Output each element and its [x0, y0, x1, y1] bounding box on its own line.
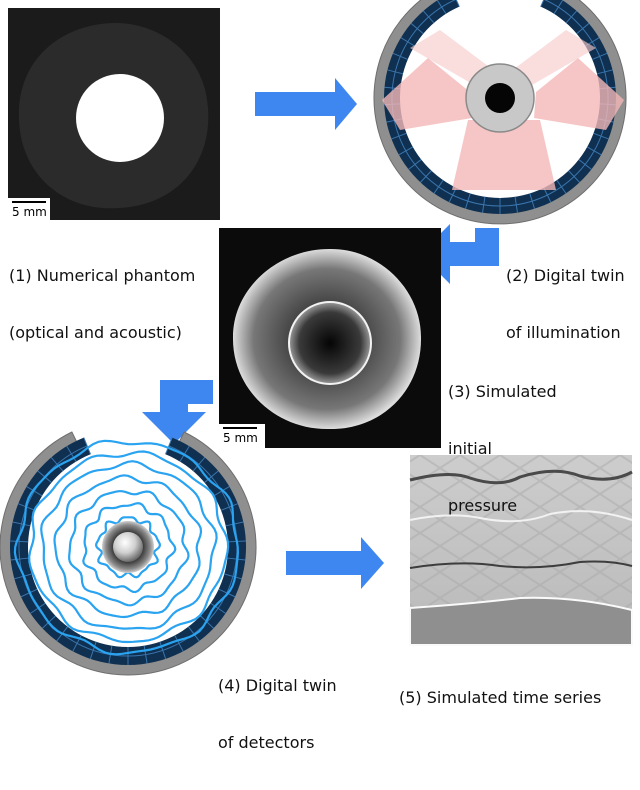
- scale-bar-1: 5 mm: [8, 198, 50, 221]
- wavefront: [68, 490, 190, 607]
- caption-2-line-1: (2) Digital twin: [506, 266, 625, 285]
- wavefront: [28, 450, 230, 644]
- caption-2-line-2: of illumination: [506, 323, 621, 342]
- illumination-array-segment-ring: [391, 0, 609, 207]
- caption-1-line-2: (optical and acoustic): [9, 323, 182, 342]
- pressure-wavefronts: [13, 439, 240, 656]
- pipeline-figure: 5 mm 5 mm (1) Numerical phantom (optical…: [0, 0, 633, 752]
- arrow-right-2: [286, 537, 384, 589]
- panel-3-initial-pressure: [219, 228, 441, 448]
- illumination-beams: [382, 30, 624, 190]
- scale-bar-3-label: 5 mm: [223, 431, 258, 445]
- panel-5-time-series: [409, 455, 633, 646]
- wavefront: [94, 516, 162, 579]
- illumination-sample-core: [485, 83, 515, 113]
- scale-bar-1-label: 5 mm: [12, 205, 47, 219]
- time-series-front-3: [409, 560, 633, 569]
- time-series-front-4: [409, 596, 633, 646]
- panel-4-detectors: [0, 431, 257, 676]
- caption-3-line-2: initial: [448, 439, 492, 458]
- phantom-inclusion: [76, 74, 164, 162]
- scale-bar-3: 5 mm: [219, 424, 265, 448]
- caption-1-line-1: (1) Numerical phantom: [9, 266, 196, 285]
- time-series-front-2: [409, 510, 633, 523]
- panel-2-illumination: [373, 0, 627, 225]
- caption-4-line-2: of detectors: [218, 733, 315, 752]
- caption-5: (5) Simulated time series: [399, 650, 601, 745]
- arrow-right-1: [255, 78, 357, 130]
- caption-2: (2) Digital twin of illumination: [506, 228, 625, 380]
- caption-1: (1) Numerical phantom (optical and acous…: [9, 228, 195, 380]
- pressure-inclusion: [288, 301, 372, 385]
- caption-4: (4) Digital twin of detectors: [218, 638, 337, 790]
- scale-bar-3-line: [223, 427, 257, 429]
- time-series-front-1: [409, 469, 633, 485]
- pipeline-svg: [0, 0, 633, 676]
- caption-3-line-3: pressure: [448, 496, 518, 515]
- scale-bar-1-line: [12, 201, 46, 203]
- detector-array-segment: [83, 437, 92, 455]
- illumination-array-segment: [540, 0, 545, 7]
- illumination-array-segment: [455, 0, 460, 7]
- arrow-bent-2: [142, 380, 213, 444]
- detector-sample-core: [113, 532, 143, 562]
- wavefront: [82, 502, 177, 594]
- panel-1-phantom: [8, 8, 220, 220]
- wavefront: [40, 460, 218, 630]
- caption-3-line-1: (3) Simulated: [448, 382, 557, 401]
- caption-3: (3) Simulated initial pressure: [448, 344, 557, 553]
- wavefront: [53, 474, 203, 619]
- caption-5-line-1: (5) Simulated time series: [399, 688, 602, 707]
- illumination-array-segments: [384, 0, 616, 214]
- wavefront: [13, 439, 240, 656]
- caption-4-line-1: (4) Digital twin: [218, 676, 337, 695]
